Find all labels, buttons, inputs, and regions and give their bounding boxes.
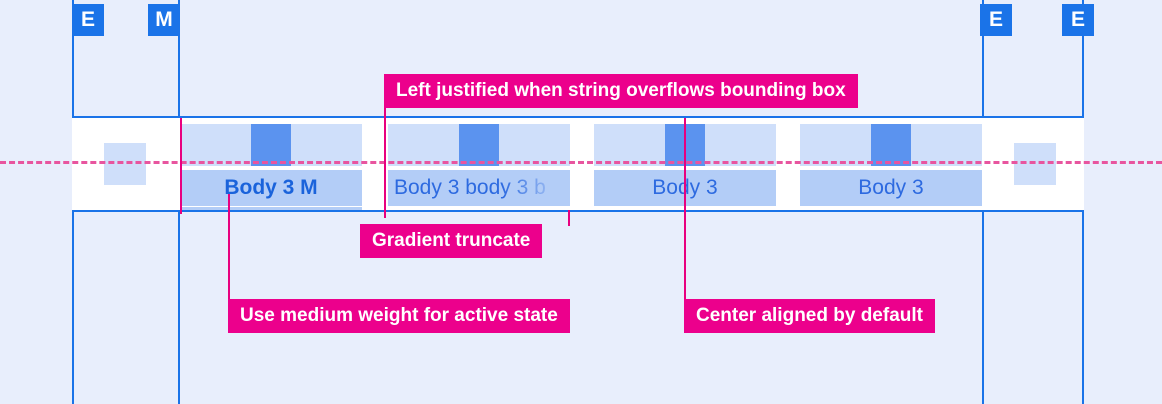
- annotation-left-justified: Left justified when string overflows bou…: [384, 74, 858, 108]
- tab-label: Body 3 body 3 b: [394, 176, 546, 199]
- tab-glyph-icon: [251, 124, 291, 166]
- tab-label-band: Body 3: [800, 170, 982, 206]
- leader-line-left-justified: [384, 74, 386, 218]
- left-partial-tab-icon[interactable]: [104, 143, 146, 185]
- tab-glyph-icon: [459, 124, 499, 166]
- leader-line-center-aligned: [684, 118, 686, 299]
- tab-item-body-3-m[interactable]: Body 3 M: [180, 124, 362, 210]
- annotation-gradient-truncate: Gradient truncate: [360, 224, 543, 258]
- right-partial-tab-icon[interactable]: [1014, 143, 1056, 185]
- annotation-medium-weight: Use medium weight for active state: [228, 299, 570, 333]
- tab-item-body-3-body-3-b[interactable]: Body 3 body 3 b: [388, 124, 570, 206]
- tab-glyph-icon: [871, 124, 911, 166]
- tab-row: Body 3 M Body 3 body 3 b: [72, 118, 1084, 210]
- spacing-badge-e-right: E: [980, 4, 1012, 36]
- tab-item-body-3-fourth[interactable]: Body 3: [800, 124, 982, 206]
- leader-line-gradient-truncate: [568, 210, 570, 226]
- tab-icon-band: [180, 124, 362, 166]
- tab-bar-container: Body 3 M Body 3 body 3 b: [72, 116, 1084, 212]
- tab-icon-band: [800, 124, 982, 166]
- tab-icon-band: [388, 124, 570, 166]
- tab-label-band: Body 3 M: [180, 170, 362, 206]
- tab-label: Body 3: [858, 176, 924, 199]
- spacing-badge-e-far-right: E: [1062, 4, 1094, 36]
- spacing-badge-e-left: E: [72, 4, 104, 36]
- tab-label: Body 3 M: [224, 176, 318, 199]
- annotation-center-aligned: Center aligned by default: [684, 299, 935, 333]
- leader-line-medium-weight: [228, 194, 230, 299]
- leader-line-tab-left-edge: [180, 118, 182, 214]
- text-baseline-guide: [0, 161, 1162, 164]
- spacing-badge-m-left: M: [148, 4, 180, 36]
- tab-active-indicator: [180, 207, 362, 210]
- tab-label-band: Body 3 body 3 b: [388, 170, 570, 206]
